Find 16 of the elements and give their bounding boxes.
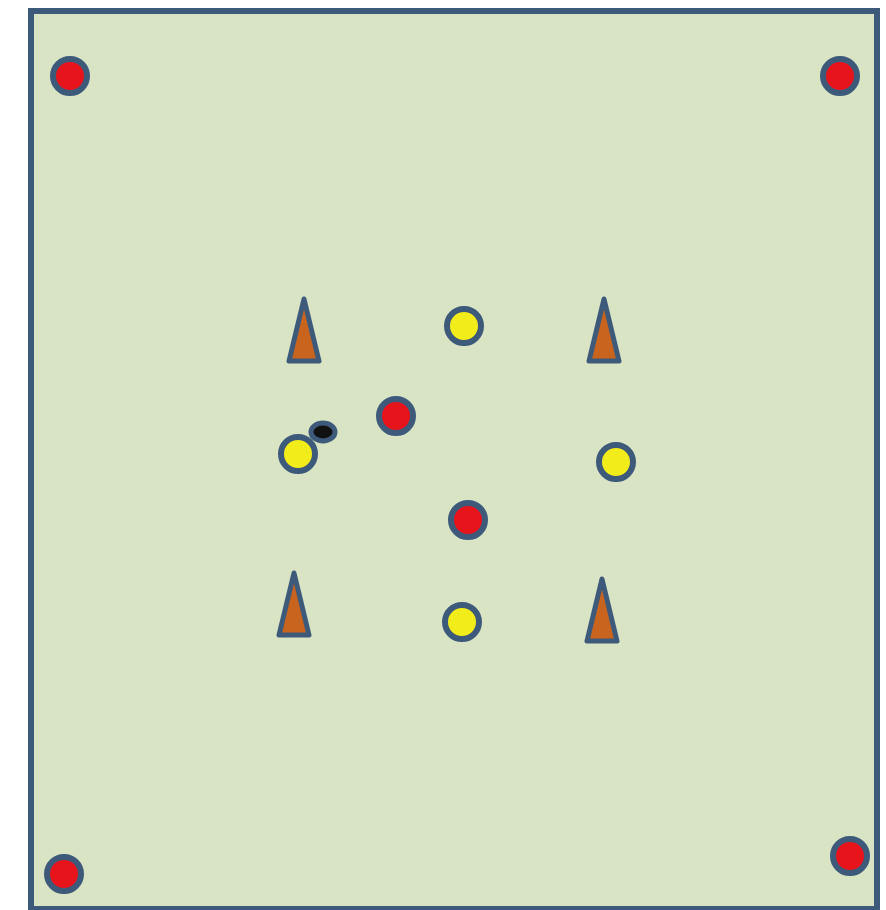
- player-marker: [820, 56, 860, 96]
- player-marker: [376, 396, 416, 436]
- cone-marker: [586, 296, 622, 364]
- cone-marker: [286, 296, 322, 364]
- player-marker: [50, 56, 90, 96]
- player-marker: [444, 306, 484, 346]
- player-marker: [442, 602, 482, 642]
- player-marker: [830, 836, 870, 876]
- ball: [307, 420, 337, 444]
- player-marker: [596, 442, 636, 482]
- player-marker: [44, 854, 84, 894]
- cone-marker: [584, 576, 620, 644]
- playing-field: [28, 8, 880, 910]
- player-marker: [278, 434, 318, 474]
- cone-marker: [276, 570, 312, 638]
- player-marker: [448, 500, 488, 540]
